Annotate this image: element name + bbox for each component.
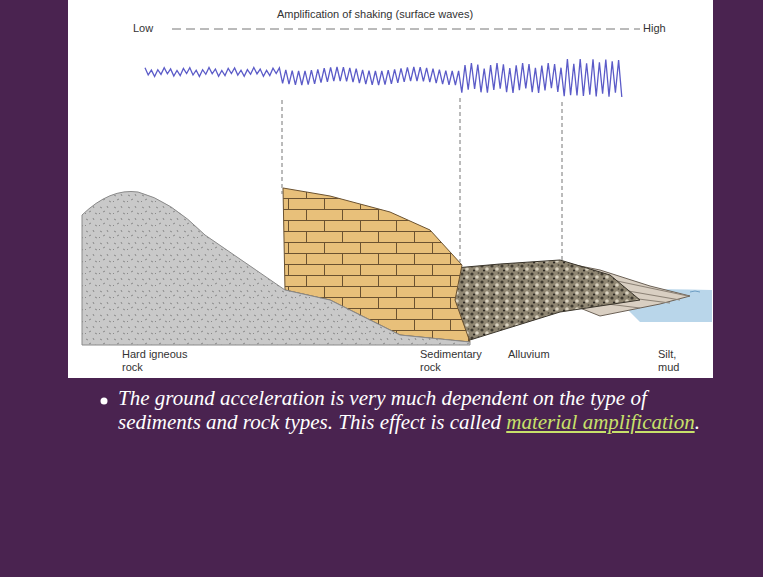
material-label: Alluvium	[508, 348, 550, 361]
material-label: Silt, mud	[658, 348, 698, 374]
seismic-wave	[145, 59, 622, 97]
boundary-line	[460, 98, 461, 262]
scale-line	[172, 29, 640, 30]
scale-low: Low	[133, 22, 153, 35]
material-label: Sedimentary rock	[420, 348, 490, 374]
body-text: .	[695, 410, 700, 434]
key-term: material amplification	[506, 410, 694, 434]
igneous-rock-mountain	[82, 191, 470, 345]
boundary-line	[562, 102, 563, 262]
bullet-text: The ground acceleration is very much dep…	[118, 386, 708, 434]
boundary-line	[282, 100, 283, 194]
material-label: Hard igneous rock	[122, 348, 192, 374]
scale-high: High	[643, 22, 666, 35]
chart-title: Amplification of shaking (surface waves)	[277, 8, 473, 21]
bullet-dot	[101, 398, 108, 405]
alluvium-layer	[452, 260, 640, 340]
